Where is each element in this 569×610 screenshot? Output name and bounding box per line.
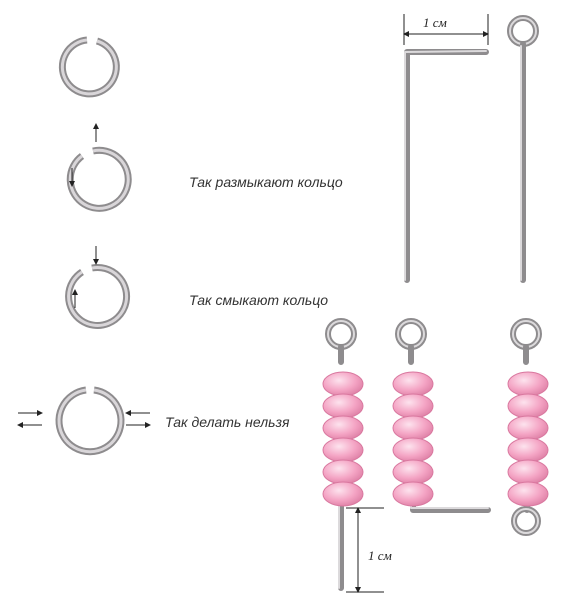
bead-stack <box>507 371 549 507</box>
bead <box>507 459 549 485</box>
caption-close-ring: Так смыкают кольцо <box>189 292 329 308</box>
beaded-pin-left <box>322 318 364 591</box>
bead <box>392 393 434 419</box>
bead <box>322 415 364 441</box>
bead <box>322 437 364 463</box>
beaded-link-finished <box>507 318 549 536</box>
bead <box>392 371 434 397</box>
bead <box>507 481 549 507</box>
bead <box>392 437 434 463</box>
bead <box>322 459 364 485</box>
bead <box>507 371 549 397</box>
bead <box>392 481 434 507</box>
bead <box>322 393 364 419</box>
bead <box>392 415 434 441</box>
beaded-pin-bent <box>392 318 491 513</box>
measure-top: 1 см <box>403 14 489 45</box>
bead-stack <box>322 371 364 507</box>
caption-open-ring: Так размыкают кольцо <box>189 174 343 190</box>
bead-stack <box>392 371 434 507</box>
bead <box>507 437 549 463</box>
ring-opening <box>66 123 132 212</box>
bead <box>322 481 364 507</box>
ring-closed <box>58 36 120 98</box>
caption-wrong-way: Так делать нельзя <box>165 414 290 430</box>
measure-bottom: 1 см <box>346 507 392 593</box>
eye-pin <box>507 15 539 283</box>
ring-closing <box>65 246 131 329</box>
ring-wrong <box>17 386 151 456</box>
bead <box>507 393 549 419</box>
bent-pin <box>404 49 489 283</box>
bead <box>392 459 434 485</box>
measure-top-label: 1 см <box>423 15 447 30</box>
bead <box>322 371 364 397</box>
measure-bottom-label: 1 см <box>368 548 392 563</box>
bead <box>507 415 549 441</box>
